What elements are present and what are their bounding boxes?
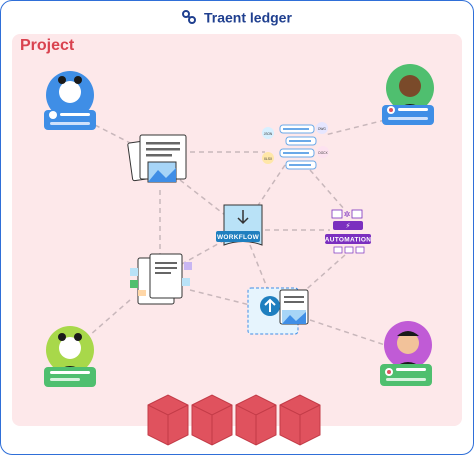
traent-logo-icon xyxy=(182,10,197,25)
svg-text:⚡: ⚡ xyxy=(346,222,351,230)
documents-stack-icon xyxy=(127,134,187,183)
ledger-block-1 xyxy=(147,394,189,446)
connector-chat-workflow xyxy=(254,164,286,211)
connector-files-upload xyxy=(189,289,251,306)
connector-workflow-upload xyxy=(249,244,269,291)
project-title: Project xyxy=(20,37,75,54)
chat-badge-dwg: DWG xyxy=(318,127,326,131)
user-card-4 xyxy=(380,321,432,386)
automation-label-bg xyxy=(325,234,371,244)
chat-badge-docx: DOCX xyxy=(318,151,328,155)
workflow-label-bg xyxy=(216,231,260,242)
chat-messages-icon: JSON XLSX DWG DOCX xyxy=(262,122,329,170)
files-collection-icon xyxy=(130,253,192,305)
user-card-1 xyxy=(44,71,96,130)
user-card-3 xyxy=(44,326,96,387)
connectors xyxy=(89,119,386,346)
chat-badge-xlsx: XLSX xyxy=(264,157,273,161)
connector-automation-upload xyxy=(299,254,346,296)
chat-badge-json: JSON xyxy=(264,132,273,136)
brand-name: Traent ledger xyxy=(203,9,292,26)
automation-gear-icon: ✲ xyxy=(344,210,351,219)
user-card-2 xyxy=(382,64,434,125)
ledger-blocks xyxy=(147,394,321,446)
connector-user2-chat xyxy=(324,119,386,136)
ledger-block-4 xyxy=(279,394,321,446)
automation-label: AUTOMATION xyxy=(325,237,371,244)
workflow-label: WORKFLOW xyxy=(217,234,260,241)
connector-workflow-files xyxy=(179,239,226,266)
connector-files-user3 xyxy=(89,299,131,336)
workflow-node: WORKFLOW xyxy=(216,204,263,246)
connector-upload-user4 xyxy=(309,319,386,346)
ledger-block-3 xyxy=(235,394,277,446)
ledger-block-2 xyxy=(191,394,233,446)
automation-node: ✲ ⚡ AUTOMATION xyxy=(325,209,371,254)
upload-node xyxy=(247,287,309,335)
connector-chat-automation xyxy=(309,169,346,211)
brand-header: Traent ledger xyxy=(0,8,474,25)
connector-docs-workflow xyxy=(179,179,226,216)
